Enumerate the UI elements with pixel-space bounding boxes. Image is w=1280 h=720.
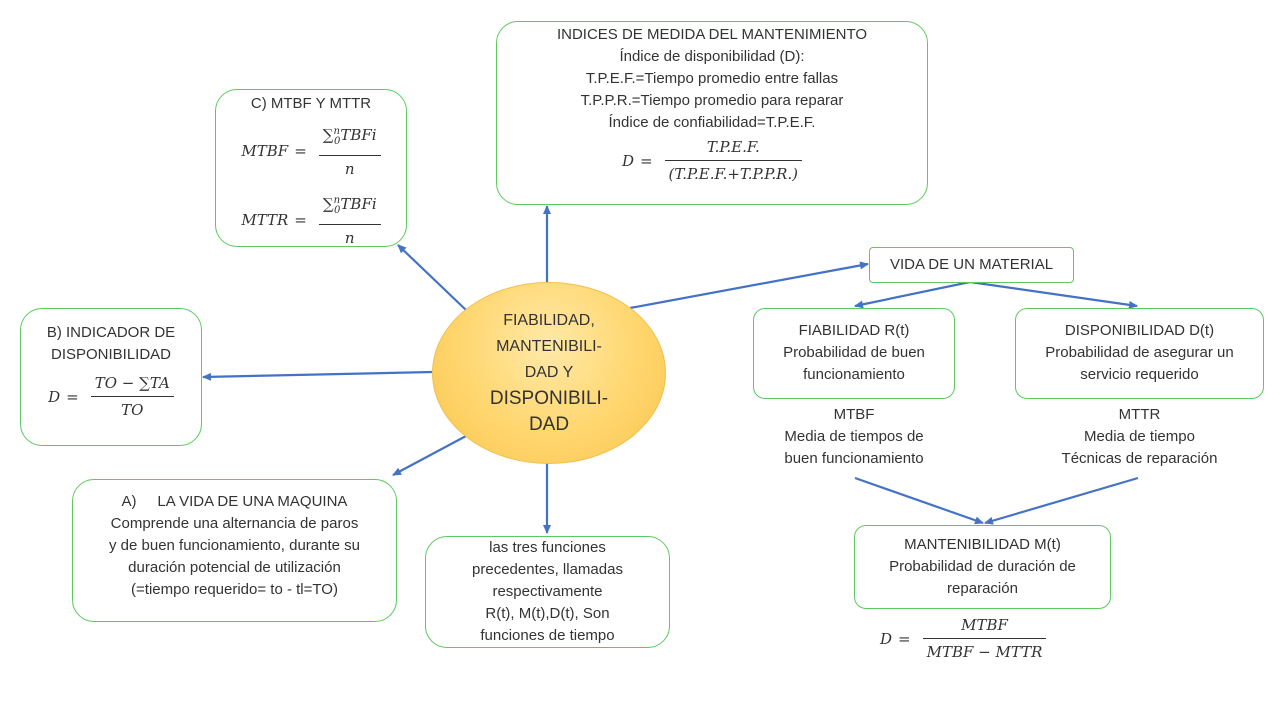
indices-box: INDICES DE MEDIDA DEL MANTENIMIENTO Índi… bbox=[496, 21, 928, 205]
equals-sign: = bbox=[294, 210, 307, 229]
equals-sign: = bbox=[294, 141, 307, 160]
fraction-numerator: ∑n0TBFi bbox=[319, 121, 381, 155]
disponibilidad-line: DISPONIBILIDAD D(t) bbox=[1064, 322, 1215, 339]
vida-maquina-box: A) LA VIDA DE UNA MAQUINA Comprende una … bbox=[72, 479, 397, 622]
formula-lhs: D bbox=[621, 151, 634, 170]
fiabilidad-line: FIABILIDAD R(t) bbox=[798, 322, 910, 339]
sum-symbol: ∑ bbox=[322, 195, 334, 213]
vida-material-label: VIDA DE UN MATERIAL bbox=[889, 256, 1054, 273]
formula-lhs: D bbox=[880, 629, 893, 648]
center-line: DISPONIBILI- bbox=[489, 388, 609, 409]
sum-term: TBFi bbox=[340, 195, 377, 213]
final-formula-container: D = MTBF MTBF − MTTR bbox=[880, 614, 1080, 663]
tres-funciones-box: las tres funciones precedentes, llamadas… bbox=[425, 536, 670, 648]
fraction: ∑n0TBFi n bbox=[318, 190, 381, 249]
vida-maquina-line: duración potencial de utilización bbox=[128, 559, 341, 576]
indices-line: INDICES DE MEDIDA DEL MANTENIMIENTO bbox=[556, 26, 868, 43]
availability-formula: D = T.P.E.F. (T.P.E.F.+T.P.P.R.) bbox=[621, 136, 803, 185]
mtbf-mttr-title: C) MTBF Y MTTR bbox=[250, 95, 372, 112]
arrow-mtbf-to-mantenibilidad bbox=[854, 476, 984, 525]
mantenibilidad-line: reparación bbox=[947, 580, 1018, 597]
arrow-mttr-to-mantenibilidad bbox=[984, 476, 1139, 525]
central-topic-node: FIABILIDAD, MANTENIBILI- DAD Y DISPONIBI… bbox=[432, 282, 666, 464]
vida-maquina-line: (=tiempo requerido= to - tl=TO) bbox=[131, 581, 338, 598]
mantenibilidad-box: MANTENIBILIDAD M(t) Probabilidad de dura… bbox=[854, 525, 1111, 609]
vida-maquina-line: y de buen funcionamiento, durante su bbox=[108, 537, 360, 554]
indices-line: T.P.P.R.=Tiempo promedio para reparar bbox=[580, 92, 844, 109]
fraction-denominator: TO bbox=[90, 396, 174, 421]
fraction: MTBF MTBF − MTTR bbox=[922, 614, 1047, 663]
disponibilidad-line: Probabilidad de asegurar un bbox=[1045, 344, 1234, 361]
fraction-denominator: n bbox=[318, 155, 381, 180]
fraction-numerator: MTBF bbox=[961, 616, 1008, 634]
equals-sign: = bbox=[898, 629, 911, 648]
indicador-line: B) INDICADOR DE bbox=[46, 324, 176, 341]
fraction: TO − ∑TA TO bbox=[90, 372, 174, 421]
fiabilidad-box: FIABILIDAD R(t) Probabilidad de buen fun… bbox=[753, 308, 955, 399]
arrow-to-fiabilidad bbox=[854, 280, 971, 309]
sum-upper-limit: n bbox=[333, 126, 340, 137]
fraction-numerator: TO − ∑TA bbox=[94, 374, 170, 392]
equals-sign: = bbox=[639, 151, 653, 170]
arrow-to-mtbf-mttr bbox=[397, 244, 467, 311]
center-line: DAD Y bbox=[524, 364, 574, 381]
sum-upper-limit: n bbox=[333, 195, 341, 206]
mtbf-note-line: buen funcionamiento bbox=[784, 450, 924, 467]
fraction-denominator: n bbox=[318, 224, 381, 249]
fraction-numerator: T.P.E.F. bbox=[706, 138, 760, 156]
fiabilidad-line: funcionamiento bbox=[803, 366, 905, 383]
center-line: MANTENIBILI- bbox=[496, 338, 602, 355]
mttr-note-line: Media de tiempo bbox=[1084, 428, 1195, 445]
tres-funciones-line: las tres funciones bbox=[489, 539, 606, 556]
indicador-box: B) INDICADOR DE DISPONIBILIDAD D = TO − … bbox=[20, 308, 202, 446]
mtbf-note-line: Media de tiempos de bbox=[784, 428, 924, 445]
indicador-formula: D = TO − ∑TA TO bbox=[48, 372, 174, 421]
fraction: T.P.E.F. (T.P.E.F.+T.P.P.R.) bbox=[664, 136, 803, 185]
arrow-to-disponibilidad bbox=[969, 280, 1138, 309]
mantenibilidad-line: Probabilidad de duración de bbox=[889, 558, 1076, 575]
tres-funciones-line: R(t), M(t),D(t), Son bbox=[485, 605, 610, 622]
indices-line: Índice de disponibilidad (D): bbox=[619, 48, 805, 65]
vida-maquina-line: Comprende una alternancia de paros bbox=[110, 515, 359, 532]
mttr-note-line: Técnicas de reparación bbox=[1061, 450, 1218, 467]
tres-funciones-line: funciones de tiempo bbox=[480, 627, 615, 644]
equals-sign: = bbox=[66, 387, 79, 406]
tres-funciones-line: respectivamente bbox=[492, 583, 603, 600]
sum-symbol: ∑ bbox=[322, 126, 334, 144]
vida-maquina-line: A) LA VIDA DE UNA MAQUINA bbox=[121, 493, 348, 510]
indicador-line: DISPONIBILIDAD bbox=[50, 346, 172, 363]
center-line: FIABILIDAD, bbox=[503, 312, 595, 329]
mttr-formula: MTTR = ∑n0TBFi n bbox=[241, 190, 381, 249]
fraction-denominator: MTBF − MTTR bbox=[922, 638, 1047, 663]
mtbf-mttr-box: C) MTBF Y MTTR MTBF = ∑n0TBFi n MTTR = ∑… bbox=[215, 89, 407, 247]
fraction-numerator: ∑n0TBFi bbox=[319, 190, 381, 224]
final-formula: D = MTBF MTBF − MTTR bbox=[880, 614, 1047, 663]
fiabilidad-line: Probabilidad de buen bbox=[783, 344, 925, 361]
indices-line: T.P.E.F.=Tiempo promedio entre fallas bbox=[585, 70, 839, 87]
fraction: ∑n0TBFi n bbox=[318, 121, 381, 180]
mtbf-note-line: MTBF bbox=[833, 406, 875, 423]
arrow-to-vida-material bbox=[629, 261, 869, 310]
mttr-note-line: MTTR bbox=[1118, 406, 1161, 423]
disponibilidad-box: DISPONIBILIDAD D(t) Probabilidad de aseg… bbox=[1015, 308, 1264, 399]
sum-term: TBFi bbox=[340, 126, 377, 144]
mttr-note: MTTR Media de tiempo Técnicas de reparac… bbox=[1015, 404, 1264, 470]
arrow-to-indicador bbox=[202, 370, 433, 381]
indices-line: Índice de confiabilidad=T.P.E.F. bbox=[608, 114, 816, 131]
tres-funciones-line: precedentes, llamadas bbox=[472, 561, 623, 578]
sum-lower-limit: 0 bbox=[333, 136, 341, 147]
formula-lhs: MTTR bbox=[241, 210, 289, 229]
fraction-denominator: (T.P.E.F.+T.P.P.R.) bbox=[664, 160, 803, 185]
formula-lhs: MTBF bbox=[241, 141, 289, 160]
mtbf-note: MTBF Media de tiempos de buen funcionami… bbox=[753, 404, 955, 470]
formula-lhs: D bbox=[48, 387, 61, 406]
center-line: DAD bbox=[528, 414, 570, 435]
vida-material-box: VIDA DE UN MATERIAL bbox=[869, 247, 1074, 283]
mtbf-formula: MTBF = ∑n0TBFi n bbox=[241, 121, 381, 180]
mantenibilidad-line: MANTENIBILIDAD M(t) bbox=[904, 536, 1061, 553]
arrow-to-vida-maquina bbox=[392, 435, 467, 476]
disponibilidad-line: servicio requerido bbox=[1080, 366, 1199, 383]
sum-lower-limit: 0 bbox=[334, 205, 341, 216]
